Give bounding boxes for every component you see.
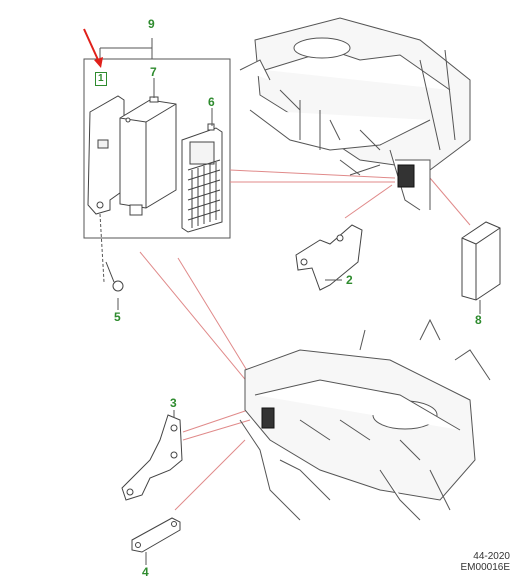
red-pointer-arrow bbox=[83, 28, 103, 68]
callout-6: 6 bbox=[208, 95, 215, 109]
callout-3: 3 bbox=[170, 396, 177, 410]
control-module-7 bbox=[119, 96, 177, 216]
callout-1: 1 bbox=[95, 72, 107, 86]
callout-leaders bbox=[117, 78, 213, 310]
callout-5: 5 bbox=[114, 310, 121, 324]
callout-4: 4 bbox=[142, 565, 149, 579]
screw-5 bbox=[105, 261, 124, 292]
bracket-3 bbox=[121, 414, 183, 501]
footer-date: 44-2020 bbox=[473, 551, 510, 562]
dashboard-assembly-upper bbox=[239, 17, 471, 211]
module-location-lower bbox=[261, 407, 275, 429]
exploded-view-frame bbox=[83, 58, 231, 239]
fastener-axis bbox=[99, 213, 105, 283]
module-location-upper bbox=[397, 164, 415, 188]
footer-code: EM00016E bbox=[460, 562, 510, 573]
callout-9: 9 bbox=[148, 17, 155, 31]
module-bracket-1 bbox=[87, 95, 125, 215]
dashboard-assembly-lower bbox=[239, 318, 491, 521]
callout-8: 8 bbox=[475, 313, 482, 327]
bracket-2 bbox=[295, 224, 363, 291]
bracket-4 bbox=[131, 517, 181, 553]
connector-block-6 bbox=[181, 123, 223, 233]
callout-2: 2 bbox=[346, 273, 353, 287]
module-8 bbox=[461, 221, 501, 301]
callout-7: 7 bbox=[150, 65, 157, 79]
callout-9-bracket bbox=[99, 38, 153, 59]
